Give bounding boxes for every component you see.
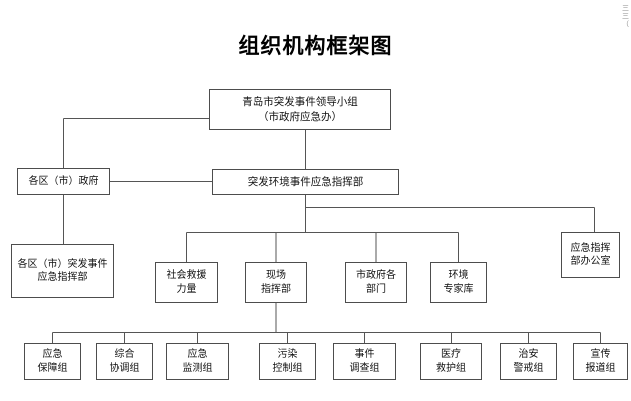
node-group-support-label: 应急 保障组: [37, 349, 68, 374]
node-group-publicity-label: 宣传 报道组: [585, 349, 616, 374]
node-group-monitoring-label: 应急 监测组: [182, 349, 213, 374]
node-leading-group[interactable]: 青岛市突发事件领导小组 （市政府应急办）: [209, 89, 391, 130]
node-group-security[interactable]: 治安 警戒组: [500, 343, 557, 380]
node-group-investigation-label: 事件 调查组: [349, 349, 380, 374]
node-group-pollution-label: 污染 控制组: [272, 349, 303, 374]
node-expert-pool-label: 环境 专家库: [443, 270, 474, 295]
node-group-coordination[interactable]: 综合 协调组: [96, 343, 153, 380]
node-social-rescue[interactable]: 社会救援 力量: [155, 262, 218, 303]
node-leading-group-label: 青岛市突发事件领导小组 （市政府应急办）: [242, 96, 358, 123]
node-group-publicity[interactable]: 宣传 报道组: [573, 343, 628, 380]
node-district-command[interactable]: 各区（市）突发事件 应急指挥部: [11, 244, 114, 298]
node-group-medical-label: 医疗 救护组: [436, 349, 466, 374]
node-command-office[interactable]: 应急指挥 部办公室: [561, 232, 620, 278]
node-group-medical[interactable]: 医疗 救护组: [420, 343, 482, 380]
page-title: 组织机构框架图: [238, 33, 393, 58]
node-district-gov-label: 各区（市）政府: [28, 175, 99, 187]
node-group-monitoring[interactable]: 应急 监测组: [166, 343, 229, 380]
node-social-rescue-label: 社会救援 力量: [166, 270, 207, 295]
node-group-security-label: 治安 警戒组: [513, 349, 544, 374]
edge-scan-artifact: 三三 （: [622, 4, 629, 28]
node-site-command[interactable]: 现场 指挥部: [245, 262, 307, 303]
node-group-pollution[interactable]: 污染 控制组: [259, 343, 316, 380]
node-env-command[interactable]: 突发环境事件应急指挥部: [212, 169, 399, 195]
node-command-office-label: 应急指挥 部办公室: [570, 242, 611, 268]
node-env-command-label: 突发环境事件应急指挥部: [247, 175, 364, 188]
node-group-investigation[interactable]: 事件 调查组: [333, 343, 396, 380]
node-district-command-label: 各区（市）突发事件 应急指挥部: [17, 258, 108, 284]
node-group-support[interactable]: 应急 保障组: [24, 343, 81, 380]
node-group-coordination-label: 综合 协调组: [109, 349, 140, 374]
node-site-command-label: 现场 指挥部: [261, 270, 291, 295]
node-district-gov[interactable]: 各区（市）政府: [17, 168, 110, 195]
node-gov-departments-label: 市政府各 部门: [356, 270, 396, 295]
node-gov-departments[interactable]: 市政府各 部门: [345, 262, 407, 303]
node-expert-pool[interactable]: 环境 专家库: [430, 262, 487, 303]
